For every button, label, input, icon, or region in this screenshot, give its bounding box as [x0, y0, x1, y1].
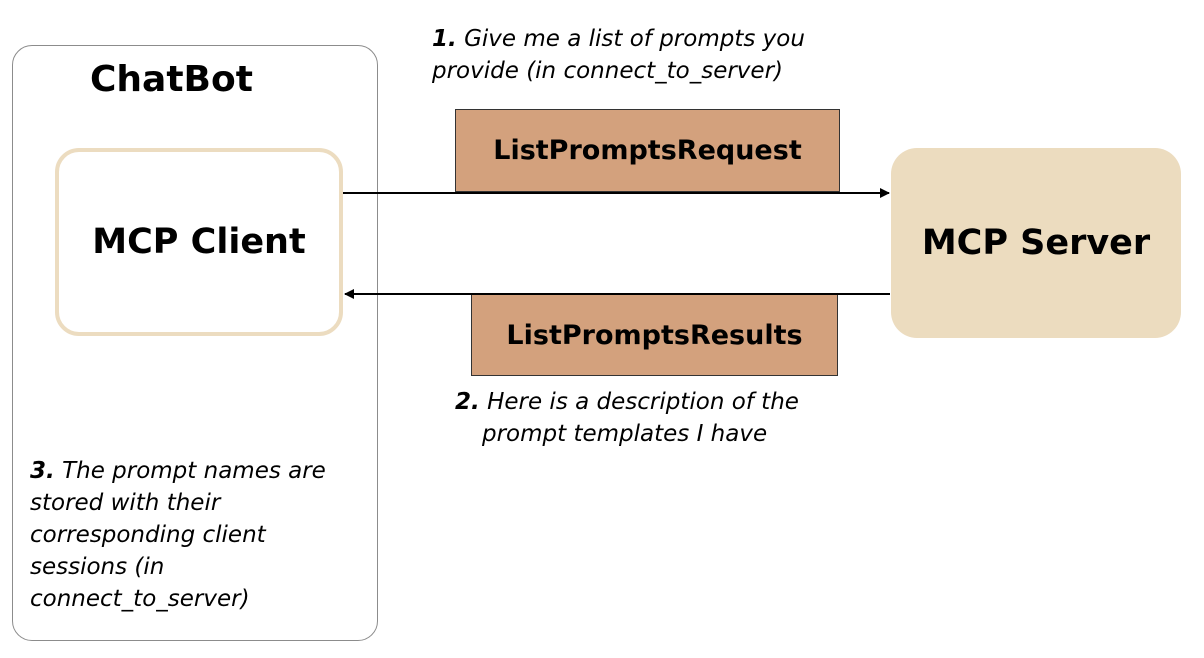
mcp-client-node: MCP Client — [55, 148, 343, 336]
step-3-note: 3. The prompt names are stored with thei… — [30, 455, 326, 615]
step-3-text-line-1: The prompt names are — [62, 458, 326, 484]
mcp-client-label: MCP Client — [92, 222, 306, 262]
step-3-number: 3. — [30, 458, 55, 484]
step-2-note: 2. Here is a description of the prompt t… — [455, 386, 799, 450]
list-prompts-results-label: ListPromptsResults — [506, 319, 803, 351]
step-1-text-line-1: Give me a list of prompts you — [464, 26, 805, 52]
step-1-text-line-2: provide (in connect_to_server) — [432, 58, 783, 84]
step-1-note-line: 1. Give me a list of prompts you — [432, 23, 805, 55]
step-3-text-line-2: stored with their — [30, 490, 221, 516]
list-prompts-results-box: ListPromptsResults — [471, 294, 838, 376]
step-1-number: 1. — [432, 26, 457, 52]
chatbot-title: ChatBot — [90, 59, 253, 100]
step-3-text-line-4: sessions (in — [30, 554, 165, 580]
mcp-server-node: MCP Server — [891, 148, 1181, 338]
step-1-note: 1. Give me a list of prompts you provide… — [432, 23, 805, 87]
chatbot-frame — [12, 45, 378, 641]
step-2-note-line: 2. Here is a description of the — [455, 386, 799, 418]
step-3-text-line-5: connect_to_server) — [30, 586, 250, 612]
mcp-server-label: MCP Server — [921, 223, 1151, 263]
step-3-text-line-3: corresponding client — [30, 522, 266, 548]
list-prompts-request-label: ListPromptsRequest — [493, 135, 802, 166]
step-2-number: 2. — [455, 389, 480, 415]
step-2-text-line-1: Here is a description of the — [487, 389, 799, 415]
list-prompts-request-box: ListPromptsRequest — [455, 109, 840, 192]
step-2-text-line-2: prompt templates I have — [482, 421, 768, 447]
step-3-note-line: 3. The prompt names are — [30, 455, 326, 487]
